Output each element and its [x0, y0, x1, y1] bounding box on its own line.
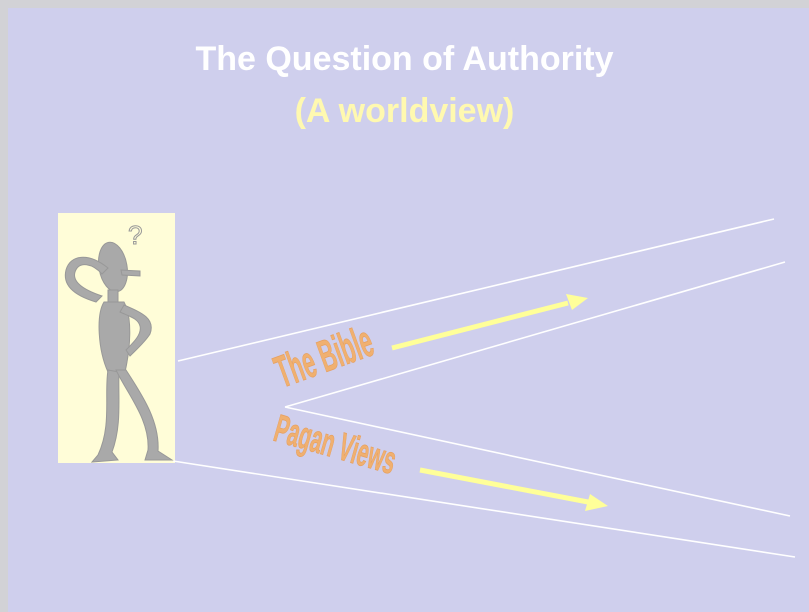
road-lines — [172, 218, 796, 558]
upper-road-outer-line — [177, 218, 775, 362]
upper-path-arrow — [391, 294, 588, 351]
slide-title: The Question of Authority — [195, 40, 614, 78]
lower-road-outer-line — [172, 460, 796, 558]
lower-path-arrow — [419, 467, 608, 511]
bible-path-label: The Bible — [268, 316, 380, 398]
confused-man-icon — [64, 241, 174, 463]
lower-road-inner-line — [284, 406, 791, 517]
slide-subtitle: (A worldview) — [294, 92, 515, 130]
question-mark: ? — [128, 220, 142, 250]
upper-road-inner-line — [284, 261, 786, 408]
